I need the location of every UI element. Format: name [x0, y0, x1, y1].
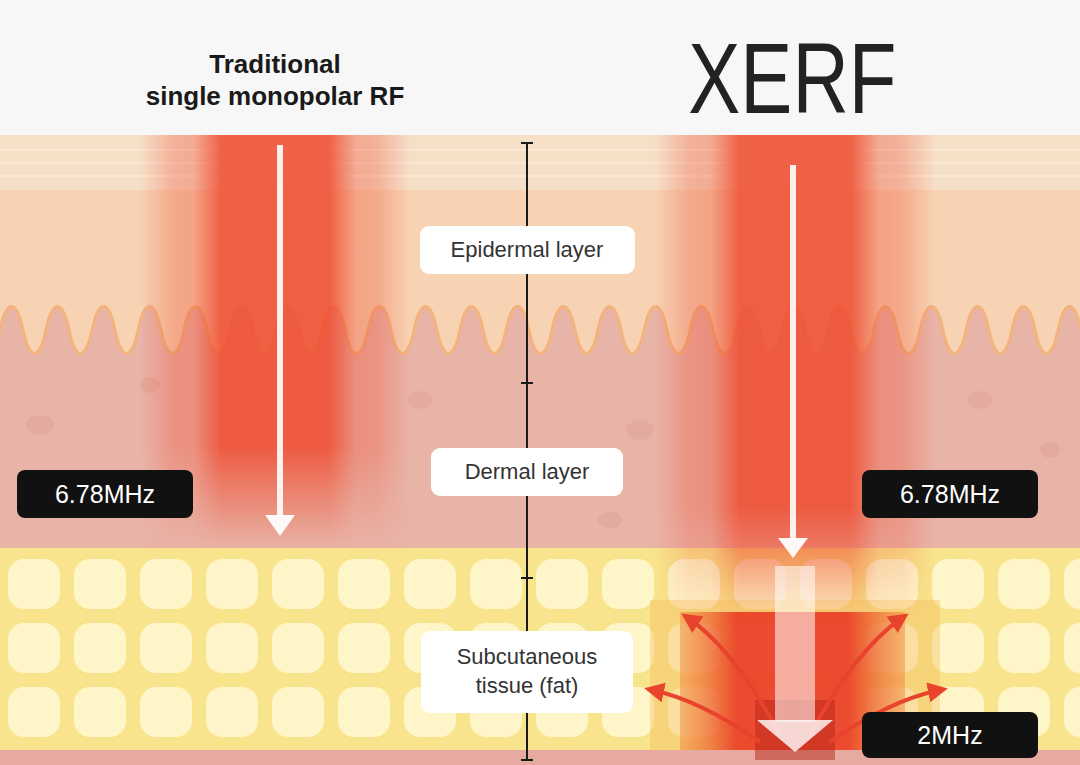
scale-tick — [521, 382, 533, 384]
arrow-head — [778, 538, 808, 558]
heat-arrow — [688, 618, 780, 735]
node-text: 2MHz — [917, 720, 982, 750]
node-text: Subcutaneous tissue (fat) — [437, 643, 617, 700]
dermis-spot — [26, 415, 54, 435]
top-ground — [0, 0, 1080, 135]
frequency-box: 2MHz — [862, 712, 1038, 758]
dermis-spot — [598, 512, 622, 528]
column-heading: Traditional single monopolar RF — [146, 48, 405, 113]
arrow-shaft — [790, 165, 796, 540]
arrow-shaft — [277, 145, 283, 517]
scale-tick — [521, 577, 533, 579]
scale-tick — [521, 142, 533, 144]
energy-arrows — [265, 145, 833, 752]
frequency-box: 6.78MHz — [17, 470, 193, 518]
layer-label-box: Dermal layer — [431, 448, 623, 496]
dermis-spot — [968, 391, 992, 409]
arrow-head — [265, 515, 295, 536]
arrow-shaft-wide — [775, 566, 815, 722]
node-text: Dermal layer — [465, 458, 590, 487]
dermis-spot — [626, 420, 654, 440]
heat-arrow — [652, 690, 760, 742]
epidermis-ground — [0, 135, 1080, 765]
rf-beam-right — [655, 135, 935, 630]
brand-logo: XERF — [688, 28, 896, 128]
node-text: 6.78MHz — [900, 479, 1000, 509]
node-text: Epidermal layer — [451, 236, 604, 265]
frequency-box: 6.78MHz — [862, 470, 1038, 518]
layer-label-box: Subcutaneous tissue (fat) — [421, 631, 633, 713]
scale-tick — [521, 759, 533, 761]
dermis-spot — [408, 391, 432, 409]
node-text: 6.78MHz — [55, 479, 155, 509]
layer-label-box: Epidermal layer — [420, 226, 635, 274]
arrow-head-wide — [757, 720, 833, 752]
dermis-spot — [1040, 442, 1060, 458]
